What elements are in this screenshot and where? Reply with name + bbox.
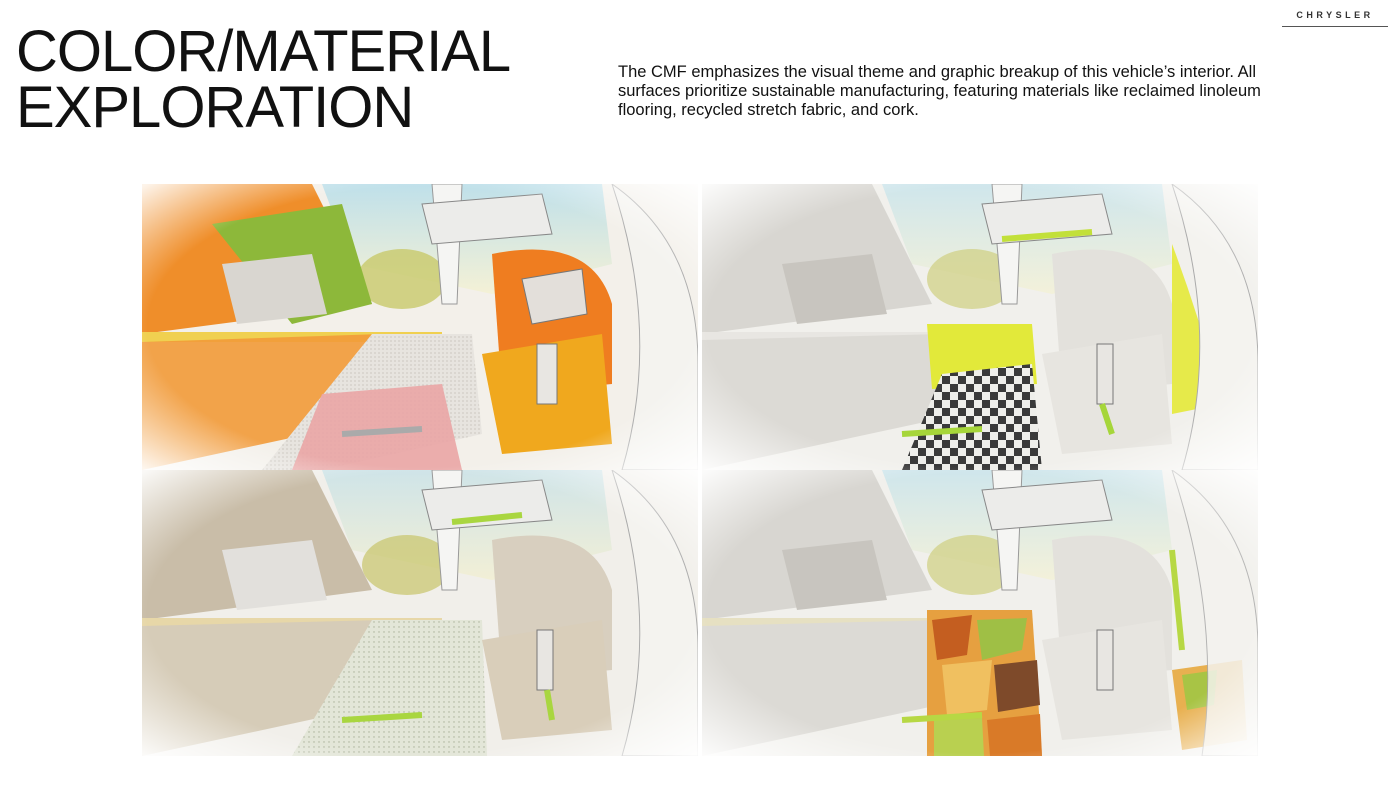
brand-underline — [1282, 26, 1388, 27]
page-title: COLOR/MATERIAL EXPLORATION — [16, 19, 511, 140]
sketch-panel-orange — [142, 184, 698, 470]
brand-logo: CHRYSLER — [1296, 10, 1374, 20]
sketch-grid — [142, 184, 1258, 756]
description-text: The CMF emphasizes the visual theme and … — [618, 63, 1261, 119]
title-line-2: EXPLORATION — [16, 75, 414, 140]
sketch-panel-neutral — [142, 470, 698, 756]
sketch-panel-mosaic — [702, 470, 1258, 756]
sketch-panel-chartreuse — [702, 184, 1258, 470]
title-line-1: COLOR/MATERIAL — [16, 19, 511, 84]
